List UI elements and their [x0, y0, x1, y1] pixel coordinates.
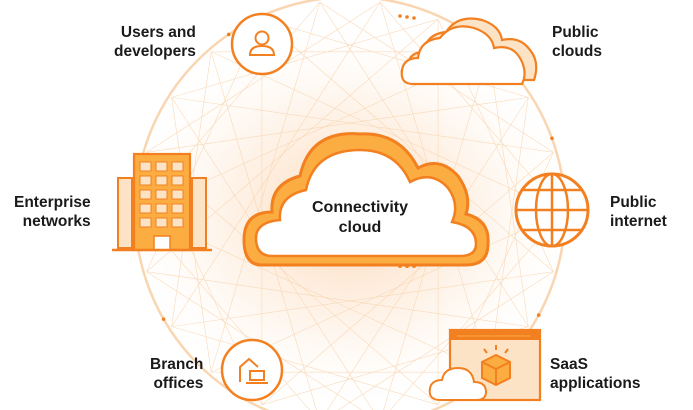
user-icon [230, 12, 294, 76]
label-line: developers [114, 43, 196, 60]
building-window [171, 203, 184, 214]
label-line: Branch [150, 356, 204, 373]
building-window [139, 161, 152, 172]
label-line: internet [610, 213, 667, 230]
label-line: Enterprise [14, 194, 91, 211]
building-window [155, 189, 168, 200]
label-line: Public [610, 194, 657, 211]
building-window [171, 217, 184, 228]
building-window [139, 189, 152, 200]
connectivity-cloud-label: Connectivity cloud [280, 198, 440, 238]
ring-dot [161, 317, 166, 321]
small-cloud-icon [428, 366, 488, 401]
building-window [155, 161, 168, 172]
label-line: clouds [552, 43, 602, 60]
building-window [171, 175, 184, 186]
cloud-icon [398, 14, 538, 86]
label-line: SaaS [550, 356, 588, 373]
label-line: applications [550, 375, 641, 392]
globe-icon [514, 172, 590, 248]
building-window [139, 175, 152, 186]
label-line: Public [552, 24, 599, 41]
office-building-icon [112, 152, 212, 252]
label-users-and-developers: Users and developers [114, 23, 196, 61]
label-saas-applications: SaaS applications [550, 355, 640, 393]
label-public-clouds: Public clouds [552, 23, 602, 61]
building-window [155, 217, 168, 228]
label-enterprise-networks: Enterprise networks [14, 193, 91, 231]
center-label-line: Connectivity [311, 199, 408, 216]
label-line: Users and [120, 24, 196, 41]
label-public-internet: Public internet [610, 193, 667, 231]
center-label-line: cloud [338, 219, 382, 236]
connectivity-cloud-icon [242, 132, 490, 268]
home-laptop-icon [220, 338, 284, 402]
building-window [139, 217, 152, 228]
ring-dot [550, 136, 554, 141]
building-window [171, 189, 184, 200]
label-line: offices [153, 375, 204, 392]
label-line: networks [22, 213, 91, 230]
ring-dot [536, 313, 541, 317]
browser-box-icon [428, 328, 542, 402]
building-window [171, 161, 184, 172]
label-branch-offices: Branch offices [150, 355, 203, 393]
building-window [155, 203, 168, 214]
ring-dot [226, 32, 231, 37]
building-window [139, 203, 152, 214]
building-window [155, 175, 168, 186]
package-icon [481, 345, 511, 387]
